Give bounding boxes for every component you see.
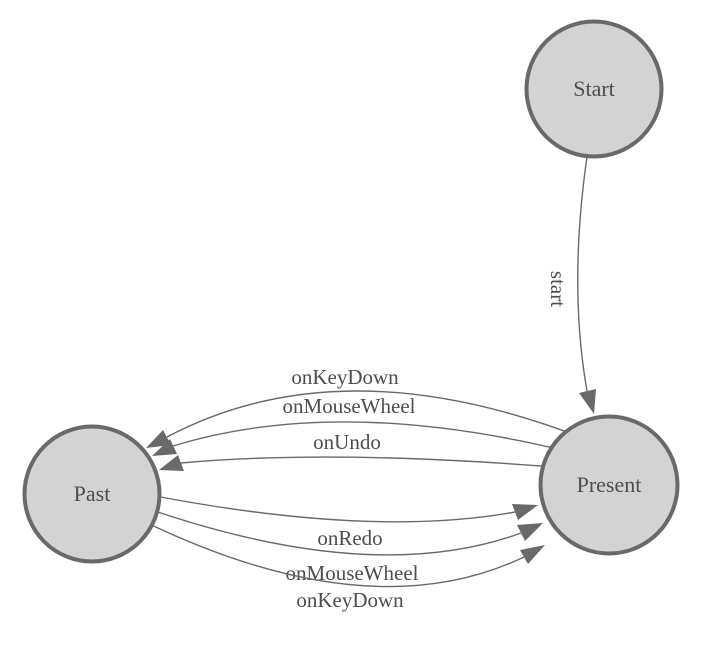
edge-past-to-present-onmousewheel: onMouseWheel	[145, 507, 543, 585]
edge-start-to-present: start	[546, 149, 596, 414]
edge-line	[149, 494, 516, 523]
node-start[interactable]: Start	[524, 19, 664, 159]
edge-label-onkeydown-bottom: onKeyDown	[296, 588, 404, 612]
node-present[interactable]: Present	[538, 414, 680, 556]
edge-past-to-present-onkeydown: onKeyDown	[140, 519, 545, 612]
arrowhead-icon	[520, 545, 545, 564]
edge-line	[140, 519, 525, 588]
edge-group: start onKeyDown onMouseWheel onUndo	[140, 149, 596, 612]
arrowhead-icon	[146, 430, 171, 448]
arrowhead-icon	[579, 389, 596, 414]
edge-line	[180, 456, 567, 469]
state-label-present: Present	[577, 472, 642, 497]
state-circle-start[interactable]	[524, 19, 664, 159]
edge-present-to-past-onmousewheel: onMouseWheel	[152, 394, 571, 456]
edge-label-onmousewheel-bottom: onMouseWheel	[286, 561, 419, 585]
edge-label-start: start	[546, 271, 570, 307]
edge-label-onkeydown-top: onKeyDown	[291, 365, 399, 389]
state-circle-past[interactable]	[22, 424, 162, 564]
arrowhead-icon	[517, 523, 543, 541]
edge-present-to-past-onundo: onUndo	[159, 430, 567, 471]
edge-past-to-present-onredo: onRedo	[149, 494, 538, 550]
edge-line	[145, 507, 522, 556]
edge-present-to-past-onkeydown: onKeyDown	[146, 365, 576, 448]
edge-label-onmousewheel-top: onMouseWheel	[283, 394, 416, 418]
state-label-past: Past	[74, 481, 111, 506]
edge-label-onredo: onRedo	[317, 526, 382, 550]
edge-label-onundo: onUndo	[313, 430, 381, 454]
edge-line	[166, 390, 576, 438]
arrowhead-icon	[512, 504, 538, 520]
arrowhead-icon	[152, 439, 177, 456]
arrowhead-icon	[159, 455, 184, 471]
state-label-start: Start	[573, 76, 615, 101]
state-circle-present[interactable]	[538, 414, 680, 556]
edge-line	[577, 149, 589, 392]
edge-line	[172, 421, 571, 453]
node-past[interactable]: Past	[22, 424, 162, 564]
